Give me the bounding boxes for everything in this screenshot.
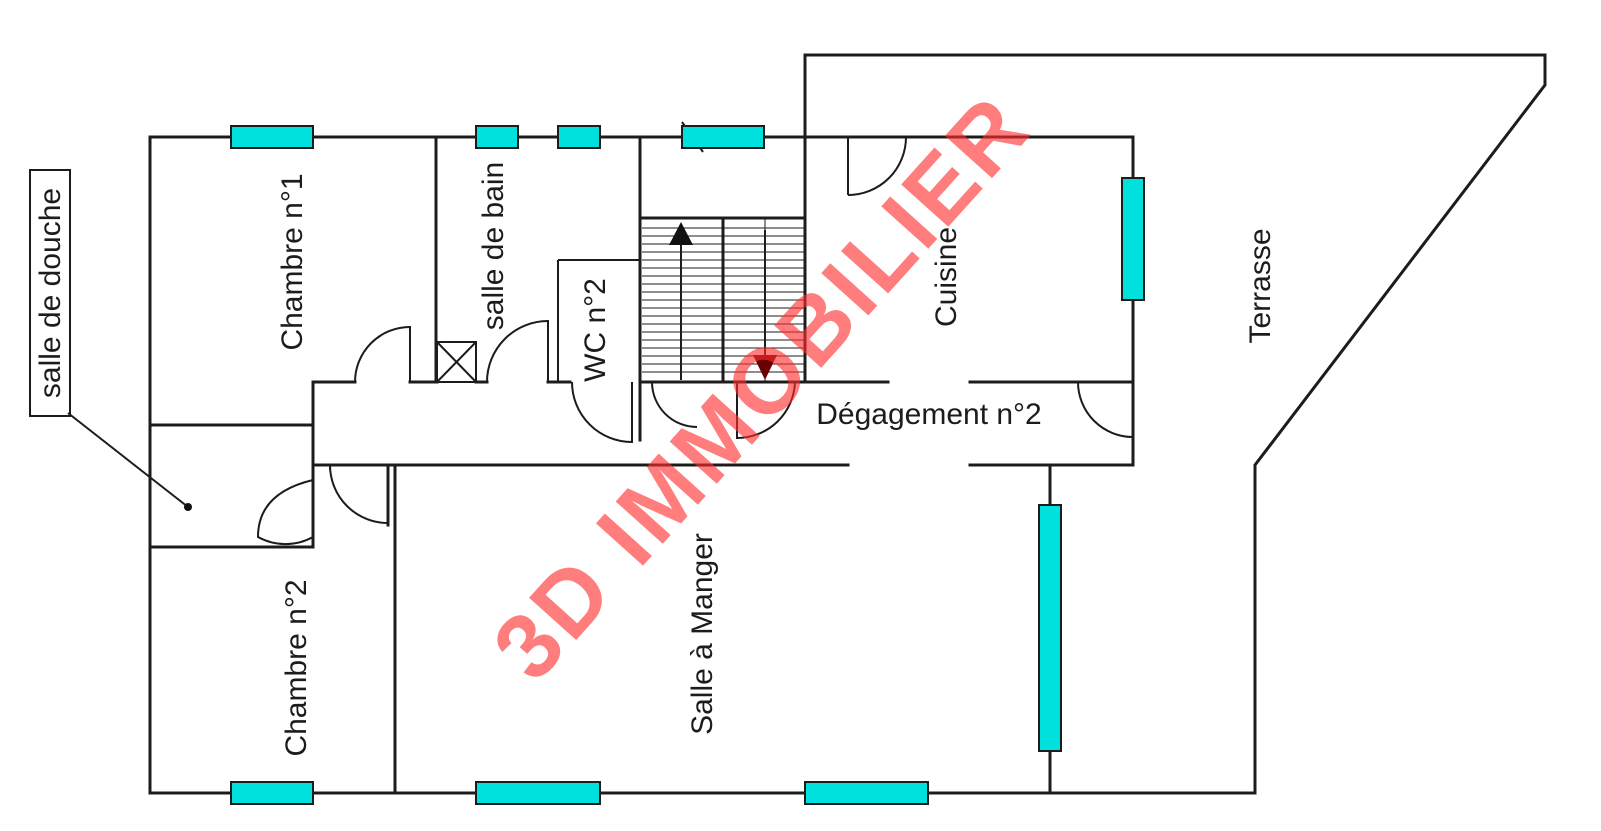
arrow-up-icon <box>669 222 693 245</box>
door-terrasse <box>1077 381 1134 438</box>
window-salle-de-bain-2 <box>557 125 601 149</box>
door-wc <box>571 381 633 444</box>
label-cuisine: Cuisine <box>930 227 963 327</box>
door-stair-left <box>651 381 698 428</box>
door-chambre-1 <box>354 325 411 383</box>
window-cuisine <box>1121 177 1145 301</box>
watermark-3d-immobilier: 3D IMMOBILIER <box>474 76 1050 699</box>
door-cuisine <box>847 136 907 196</box>
label-chambre-2: Chambre n°2 <box>280 579 313 756</box>
label-terrasse: Terrasse <box>1244 228 1277 343</box>
door-salle-de-bain <box>486 319 549 383</box>
doors <box>256 121 1134 546</box>
label-wc-2: WC n°2 <box>579 278 612 382</box>
window-salle-a-manger-1 <box>475 781 601 805</box>
window-salle-a-manger-side <box>1038 504 1062 752</box>
label-salle-a-manger: Salle à Manger <box>686 533 719 735</box>
stair-direction-arrows <box>669 222 777 380</box>
label-chambre-1: Chambre n°1 <box>276 173 309 350</box>
door-salle-a-manger <box>329 464 389 524</box>
label-degagement-2: Dégagement n°2 <box>816 398 1041 431</box>
windows <box>230 125 1145 805</box>
door-salle-de-douche <box>256 479 314 546</box>
door-stair-right <box>736 381 796 440</box>
window-salle-de-bain-1 <box>475 125 519 149</box>
window-chambre-1 <box>230 125 314 149</box>
salle-de-douche-callout: salle de douche <box>29 169 192 511</box>
label-salle-de-douche: salle de douche <box>34 188 67 398</box>
ventilation-shaft-icon <box>436 341 477 383</box>
label-salle-de-bain: salle de bain <box>477 162 510 330</box>
window-chambre-2 <box>230 781 314 805</box>
window-salle-a-manger-2 <box>804 781 929 805</box>
window-stairs <box>681 125 765 149</box>
arrow-down-icon <box>753 355 777 380</box>
